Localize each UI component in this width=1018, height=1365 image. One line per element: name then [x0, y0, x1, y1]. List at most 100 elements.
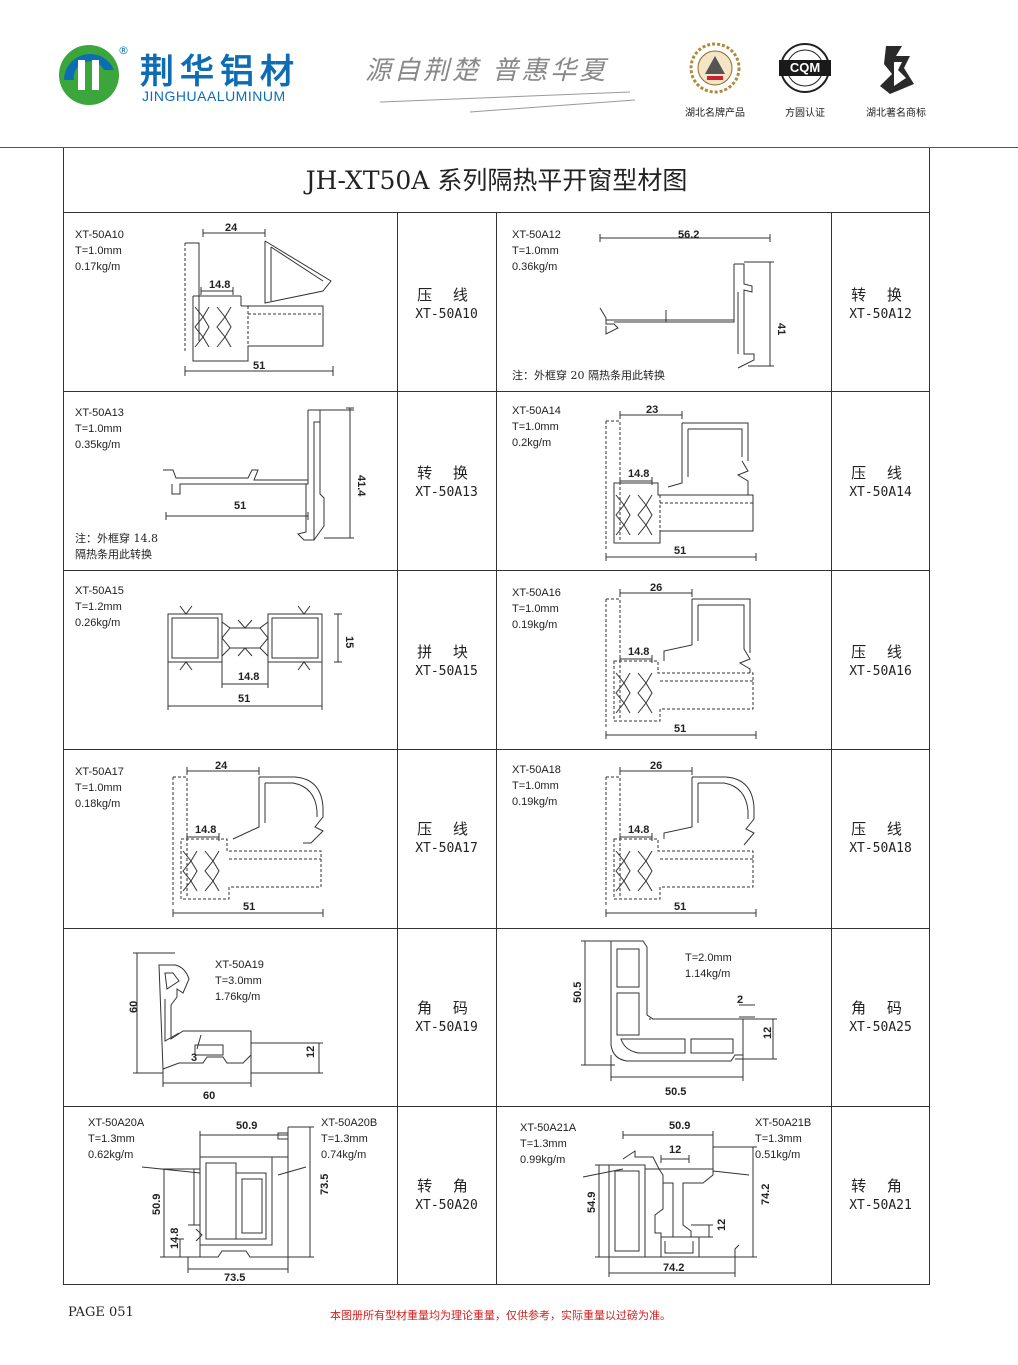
- profile-type: 角 码: [851, 999, 910, 1017]
- dim-label: 50.9: [669, 1120, 690, 1132]
- dim-label: 56.2: [678, 229, 699, 241]
- profile-thickness: T=1.0mm: [75, 423, 122, 435]
- profile-code: XT-50A20B: [321, 1117, 378, 1129]
- profile-spec: T=2.0mm 1.14kg/m: [685, 950, 732, 982]
- profile-weight: 0.51kg/m: [755, 1149, 801, 1161]
- profile-type: 压 线: [417, 820, 476, 838]
- grid-divider: [63, 391, 930, 392]
- profile-type-code: XT-50A19: [415, 1020, 478, 1035]
- cqm-logo-text: CQM: [789, 60, 821, 75]
- profile-weight: 0.35kg/m: [75, 439, 121, 451]
- profile-note-line: 注：外框穿 14.8: [75, 532, 158, 545]
- profile-code: XT-50A14: [512, 405, 561, 417]
- grid-divider: [63, 928, 930, 929]
- profile-drawing-xt50a14: 23 14.8 51: [605, 404, 757, 561]
- profile-note-line: 隔热条用此转换: [75, 548, 152, 561]
- profile-name: 压 线 XT-50A18: [831, 819, 930, 859]
- profile-thickness: T=1.2mm: [75, 601, 122, 613]
- profile-name: 转 角 XT-50A21: [831, 1176, 930, 1216]
- dim-label: 51: [243, 901, 255, 913]
- dim-label: 14.8: [209, 279, 230, 291]
- registered-mark: ®: [118, 44, 129, 57]
- dim-label: 50.5: [572, 982, 584, 1003]
- profile-drawing-xt50a25: 50.5 2 12 50.5: [572, 940, 777, 1098]
- profile-spec: XT-50A20B T=1.3mm 0.74kg/m: [321, 1115, 377, 1163]
- profile-spec: XT-50A18 T=1.0mm 0.19kg/m: [512, 762, 561, 810]
- profile-code: XT-50A20A: [88, 1117, 145, 1129]
- profile-type: 转 角: [851, 1177, 910, 1195]
- dim-label: 41.4: [355, 475, 367, 497]
- profile-type: 压 线: [851, 820, 910, 838]
- profile-type-code: XT-50A14: [849, 485, 912, 500]
- profile-spec: XT-50A13 T=1.0mm 0.35kg/m: [75, 405, 124, 453]
- profile-thickness: T=2.0mm: [685, 952, 732, 964]
- profile-code: XT-50A12: [512, 229, 561, 241]
- profile-thickness: T=1.0mm: [75, 245, 122, 257]
- profile-type: 转 换: [851, 286, 910, 304]
- profile-type-code: XT-50A18: [849, 841, 912, 856]
- profile-weight: 0.19kg/m: [512, 619, 558, 631]
- profile-type-code: XT-50A16: [849, 664, 912, 679]
- profile-name: 转 角 XT-50A20: [397, 1176, 496, 1216]
- dim-label: 60: [203, 1090, 215, 1102]
- dim-label: 74.2: [663, 1262, 684, 1274]
- profile-weight: 0.2kg/m: [512, 437, 552, 449]
- dim-label: 51: [674, 723, 686, 735]
- profile-weight: 1.76kg/m: [215, 991, 261, 1003]
- page-number: PAGE 051: [68, 1305, 134, 1320]
- header-rule: [0, 147, 1018, 148]
- dim-label: 26: [650, 760, 662, 772]
- page-header: ® 荆华铝材 JINGHUAALUMINUM 源自荆楚 普惠华夏 湖北名牌产品 …: [0, 0, 1018, 148]
- profile-thickness: T=1.3mm: [88, 1133, 135, 1145]
- profile-spec: XT-50A20A T=1.3mm 0.62kg/m: [88, 1115, 144, 1163]
- dim-label: 14.8: [628, 824, 649, 836]
- profile-type-code: XT-50A10: [415, 307, 478, 322]
- profile-weight: 0.18kg/m: [75, 798, 121, 810]
- badge-label-cqm: 方圆认证: [785, 108, 825, 119]
- profile-weight: 0.99kg/m: [520, 1154, 566, 1166]
- dim-label: 14.8: [169, 1228, 181, 1249]
- dim-label: 12: [305, 1046, 317, 1058]
- profile-code: XT-50A13: [75, 407, 124, 419]
- profile-drawing-xt50a21: 50.9 12 54.9 74.2 12 74.2: [582, 1120, 772, 1277]
- profile-note: 注：外框穿 20 隔热条用此转换: [512, 369, 665, 382]
- dim-label: 15: [343, 636, 355, 648]
- dim-label: 12: [716, 1219, 728, 1231]
- profile-thickness: T=1.3mm: [321, 1133, 368, 1145]
- dim-label: 60: [128, 1001, 140, 1013]
- profile-drawing-xt50a19: 60 3 12 60: [128, 952, 323, 1102]
- profile-thickness: T=1.0mm: [512, 245, 559, 257]
- profile-type-code: XT-50A13: [415, 485, 478, 500]
- dim-label: 14.8: [238, 671, 259, 683]
- profile-code: XT-50A19: [215, 959, 264, 971]
- profile-code: XT-50A18: [512, 764, 561, 776]
- profile-type: 转 换: [417, 464, 476, 482]
- profile-code: XT-50A15: [75, 585, 124, 597]
- profile-weight: 0.26kg/m: [75, 617, 121, 629]
- profile-thickness: T=1.0mm: [512, 421, 559, 433]
- dim-label: 51: [674, 545, 686, 557]
- profile-thickness: T=1.3mm: [755, 1133, 802, 1145]
- profile-drawing-xt50a15: 14.8 51 15: [167, 605, 355, 710]
- profile-spec: XT-50A17 T=1.0mm 0.18kg/m: [75, 764, 124, 812]
- profile-thickness: T=1.3mm: [520, 1138, 567, 1150]
- profile-type-code: XT-50A21: [849, 1198, 912, 1213]
- profile-type-code: XT-50A12: [849, 307, 912, 322]
- dim-label: 51: [674, 901, 686, 913]
- profile-spec: XT-50A14 T=1.0mm 0.2kg/m: [512, 403, 561, 451]
- profile-code: XT-50A21B: [755, 1117, 812, 1129]
- slogan: 源自荆楚 普惠华夏: [365, 56, 609, 86]
- profile-weight: 0.17kg/m: [75, 261, 121, 273]
- profile-weight: 0.62kg/m: [88, 1149, 134, 1161]
- profile-thickness: T=1.0mm: [512, 780, 559, 792]
- grid-divider: [63, 749, 930, 750]
- profile-drawing-xt50a12: 56.2 41: [599, 229, 787, 369]
- slogan-underline: [380, 91, 636, 113]
- profile-spec: XT-50A12 T=1.0mm 0.36kg/m: [512, 227, 561, 275]
- dim-label: 50.9: [236, 1120, 257, 1132]
- dim-label: 2: [737, 994, 743, 1006]
- dim-label: 14.8: [195, 824, 216, 836]
- weight-disclaimer: 本图册所有型材重量均为理论重量，仅供参考，实际重量以过磅为准。: [330, 1309, 671, 1322]
- profile-code: XT-50A21A: [520, 1122, 577, 1134]
- profile-name: 压 线 XT-50A17: [397, 819, 496, 859]
